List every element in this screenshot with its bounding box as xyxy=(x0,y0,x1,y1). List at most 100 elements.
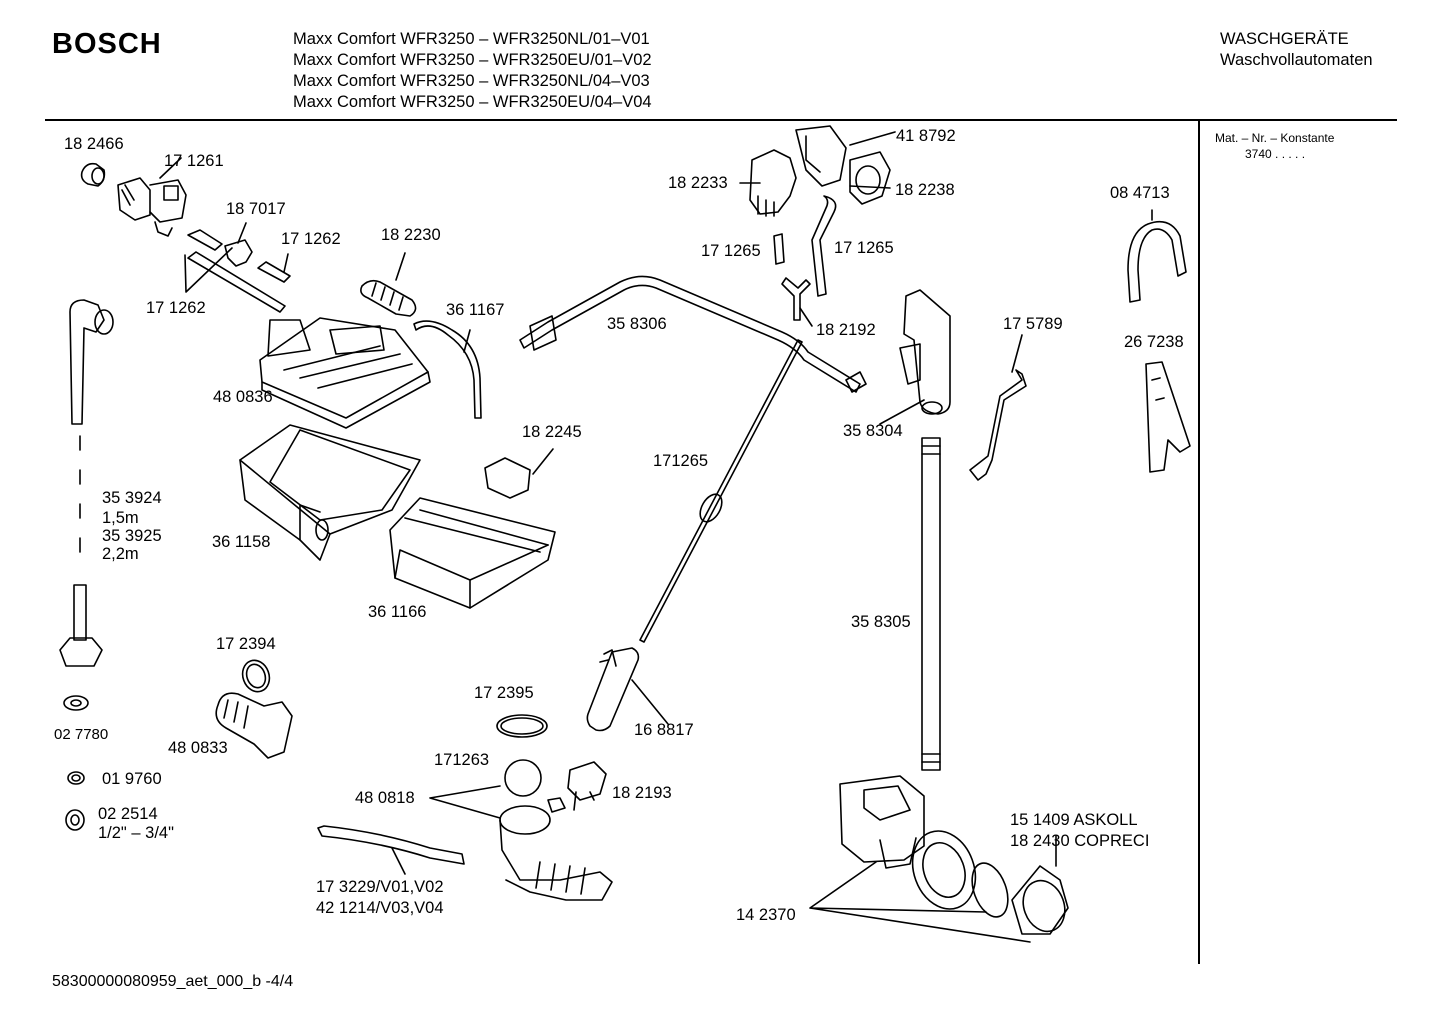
clip-part xyxy=(567,761,607,801)
switch-bracket-part xyxy=(795,125,847,187)
part-label: 18 2193 xyxy=(612,784,672,802)
part-label: 42 1214/V03,V04 xyxy=(316,899,444,917)
part-label: 2,2m xyxy=(102,545,139,563)
part-label: 02 7780 xyxy=(54,726,108,743)
float-ball-part xyxy=(504,759,542,797)
part-label: 15 1409 ASKOLL xyxy=(1010,811,1138,829)
seal-ring-part xyxy=(971,862,1009,918)
part-label: 18 2245 xyxy=(522,423,582,441)
part-label: 18 2430 COPRECI xyxy=(1010,832,1149,850)
y-connector-part xyxy=(781,277,811,321)
model-line: Maxx Comfort WFR3250 – WFR3250NL/01–V01 xyxy=(293,30,650,48)
material-number-panel: Mat. – Nr. – Konstante 3740 . . . . . xyxy=(1215,130,1334,162)
model-line: Maxx Comfort WFR3250 – WFR3250EU/01–V02 xyxy=(293,51,652,69)
part-label: 17 2394 xyxy=(216,635,276,653)
pump-filter-part xyxy=(1011,835,1069,935)
detergent-drawer-cover-part xyxy=(259,317,431,429)
seal-ring-part xyxy=(245,663,267,689)
part-label: 1/2" – 3/4" xyxy=(98,824,174,842)
pressure-switch-part xyxy=(749,149,797,217)
part-label: 17 1262 xyxy=(281,230,341,248)
air-pipe-part xyxy=(519,275,867,393)
inlet-valve-part xyxy=(117,177,187,237)
part-label: 48 0818 xyxy=(355,789,415,807)
brand-logo: BOSCH xyxy=(52,28,162,60)
washer-part xyxy=(67,771,85,785)
part-label: 1,5m xyxy=(102,509,139,527)
grommet-part xyxy=(699,493,723,523)
part-label: 17 1261 xyxy=(164,152,224,170)
part-label: 35 3924 xyxy=(102,489,162,507)
washer-part xyxy=(63,695,89,711)
seal-ring-part xyxy=(496,714,548,738)
elbow-bellows-part xyxy=(215,692,293,759)
hose-part xyxy=(773,233,785,265)
part-label: 18 2466 xyxy=(64,135,124,153)
part-label: 17 1265 xyxy=(701,242,761,260)
category-title: WASCHGERÄTE xyxy=(1220,30,1349,48)
part-label: 02 2514 xyxy=(98,805,158,823)
part-label: 16 8817 xyxy=(634,721,694,739)
model-line: Maxx Comfort WFR3250 – WFR3250NL/04–V03 xyxy=(293,72,650,90)
air-trap-part xyxy=(899,289,951,415)
part-label: 171263 xyxy=(434,751,489,769)
material-number-label: Mat. – Nr. – Konstante xyxy=(1215,131,1335,145)
part-label: 48 0833 xyxy=(168,739,228,757)
drain-hose-part xyxy=(59,299,114,667)
side-panel-divider xyxy=(1198,119,1200,964)
part-label: 17 3229/V01,V02 xyxy=(316,878,444,896)
drawer-housing-part xyxy=(239,424,421,561)
part-label: 36 1158 xyxy=(212,533,270,551)
pressure-chamber-part xyxy=(586,647,640,732)
washer-part xyxy=(65,809,85,831)
clip-part xyxy=(484,457,531,499)
part-label: 41 8792 xyxy=(896,127,956,145)
drain-pump-part xyxy=(839,775,977,910)
material-number-value: 3740 . . . . . xyxy=(1245,147,1306,161)
cap-part xyxy=(80,162,106,187)
header-divider xyxy=(45,119,1397,121)
part-label: 35 8305 xyxy=(851,613,911,631)
switch-holder-part xyxy=(849,151,891,205)
hose-part xyxy=(811,195,837,297)
connector-part xyxy=(224,239,253,267)
part-label: 14 2370 xyxy=(736,906,796,924)
hose-part xyxy=(187,251,286,313)
part-label: 35 8306 xyxy=(607,315,667,333)
part-label: 18 2192 xyxy=(816,321,876,339)
part-label: 17 5789 xyxy=(1003,315,1063,333)
part-label: 17 1265 xyxy=(834,239,894,257)
hose-part xyxy=(317,825,465,865)
part-label: 171265 xyxy=(653,452,708,470)
part-label: 35 3925 xyxy=(102,527,162,545)
part-label: 01 9760 xyxy=(102,770,162,788)
seal-ring-part xyxy=(241,659,271,693)
detergent-drawer-part xyxy=(389,497,556,609)
part-label: 18 7017 xyxy=(226,200,286,218)
hose-part xyxy=(413,320,482,419)
model-line: Maxx Comfort WFR3250 – WFR3250EU/04–V04 xyxy=(293,93,652,111)
part-label: 17 2395 xyxy=(474,684,534,702)
part-label: 18 2230 xyxy=(381,226,441,244)
category-block: WASCHGERÄTE Waschvollautomaten xyxy=(1220,29,1373,71)
part-label: 08 4713 xyxy=(1110,184,1170,202)
hose-holder-part xyxy=(1127,209,1187,303)
part-label: 18 2233 xyxy=(668,174,728,192)
part-label: 36 1167 xyxy=(446,301,504,319)
document-id: 58300000080959_aet_000_b -4/4 xyxy=(52,973,294,990)
part-label: 17 1262 xyxy=(146,299,206,317)
sump-part xyxy=(499,797,613,901)
hose-part xyxy=(187,229,223,251)
bracket-wire-part xyxy=(969,369,1027,481)
bracket-part xyxy=(1145,361,1191,473)
part-label: 18 2238 xyxy=(895,181,955,199)
model-list: Maxx Comfort WFR3250 – WFR3250NL/01–V01 … xyxy=(293,29,652,113)
part-label: 48 0836 xyxy=(213,388,273,406)
part-label: 26 7238 xyxy=(1124,333,1184,351)
bellows-part xyxy=(360,279,417,317)
drain-hose-part xyxy=(921,437,941,771)
category-subtitle: Waschvollautomaten xyxy=(1220,51,1373,69)
part-label: 36 1166 xyxy=(368,603,426,621)
tube-part xyxy=(639,339,803,643)
